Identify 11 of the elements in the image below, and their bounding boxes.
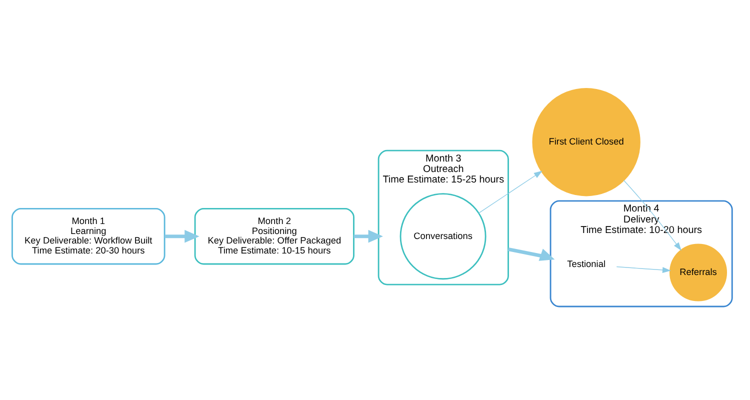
node-circle: Referrals bbox=[669, 243, 727, 301]
arrow bbox=[354, 229, 383, 242]
arrow bbox=[164, 229, 200, 242]
arrow bbox=[478, 170, 542, 213]
node-box: Month 1 Learning Key Deliverable: Workflow Built Time Estimate: 20-30 hours bbox=[12, 208, 166, 264]
arrow bbox=[508, 247, 555, 260]
node-text: Testionial bbox=[567, 258, 606, 269]
arrow bbox=[616, 266, 671, 272]
node-box: Month 2 Positioning Key Deliverable: Offer Packaged Time Estimate: 10-15 hours bbox=[194, 208, 354, 264]
arrow bbox=[623, 179, 682, 250]
node-circle: Conversations bbox=[400, 192, 486, 280]
